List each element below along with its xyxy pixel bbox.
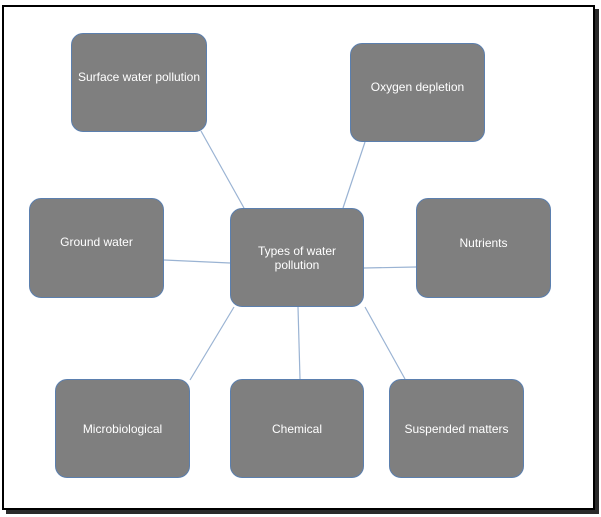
node-surface-water: Surface water pollution [71,33,207,132]
node-nutrients-label: Nutrients [459,236,508,250]
node-suspended-matters-label: Suspended matters [404,421,509,436]
node-oxygen-depletion: Oxygen depletion [350,43,485,142]
node-chemical: Chemical [230,379,364,478]
node-surface-water-label: Surface water pollution [77,70,201,84]
node-oxygen-depletion-label: Oxygen depletion [370,80,465,94]
node-center-label: Types of water pollution [257,243,337,272]
node-ground-water-label: Ground water [60,235,133,249]
node-suspended-matters: Suspended matters [389,379,524,478]
node-chemical-label: Chemical [271,421,322,436]
node-nutrients: Nutrients [416,198,551,298]
node-microbiological: Microbiological [55,379,190,478]
node-microbiological-label: Microbiological [82,421,163,436]
node-center: Types of water pollution [230,208,364,307]
node-ground-water: Ground water [29,198,164,298]
